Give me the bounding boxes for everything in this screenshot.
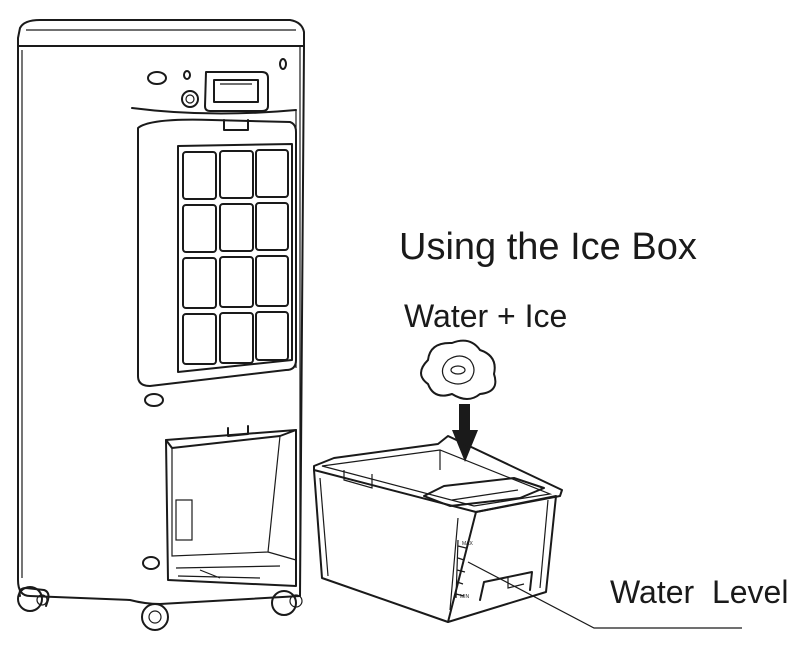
filter-frame: [137, 118, 297, 387]
cooler-top-cap: [17, 19, 305, 47]
water-level-callout: Water Level: [610, 574, 789, 610]
min-marking: MIN: [460, 594, 470, 600]
max-marking: MAX: [462, 541, 474, 547]
water-level-scale: MAX MIN: [455, 539, 474, 600]
tank-rim: [313, 435, 563, 513]
tank-body: [313, 469, 557, 623]
control-indicator-oval: [147, 71, 167, 85]
water-tank: MAX MIN: [313, 435, 563, 623]
lower-oval: [142, 556, 160, 570]
control-small-oval: [279, 58, 287, 70]
down-arrow-icon: [452, 404, 478, 462]
handle-window: [204, 71, 269, 112]
control-knob: [181, 90, 199, 108]
water-level-leader-line: [467, 561, 742, 629]
ice-pack-icon: [420, 339, 497, 400]
caster-wheels: [17, 586, 303, 631]
page-title: Using the Ice Box: [399, 226, 697, 268]
top-small-oval: [183, 70, 191, 80]
water-ice-callout: Water + Ice: [404, 298, 568, 334]
mid-oval: [144, 393, 164, 407]
air-cooler-unit: [17, 19, 305, 631]
cooler-body: [17, 45, 305, 605]
filter-grid: [182, 149, 289, 365]
tank-compartment: [165, 429, 297, 587]
